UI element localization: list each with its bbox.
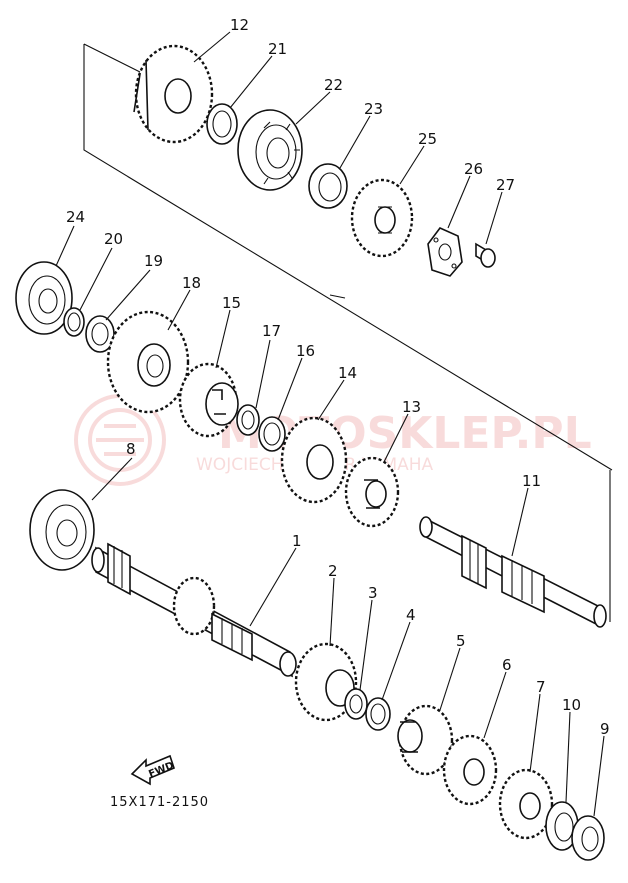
- fwd-arrow-icon: FWD: [130, 754, 176, 786]
- callout-21: 21: [268, 40, 287, 58]
- part-24-bearing: [15, 261, 73, 335]
- callout-14: 14: [338, 364, 357, 382]
- part-5-gear: [397, 704, 454, 776]
- part-18-gear: [106, 310, 190, 414]
- part-7-gear: [498, 768, 554, 840]
- callout-3: 3: [368, 584, 378, 602]
- callout-13: 13: [402, 398, 421, 416]
- callout-24: 24: [66, 208, 85, 226]
- callout-8: 8: [126, 440, 136, 458]
- part-6-gear: [442, 734, 498, 806]
- part-14-gear: [280, 416, 348, 504]
- part-26-lock-washer: [427, 227, 463, 277]
- part-19-washer: [85, 315, 115, 353]
- callout-5: 5: [456, 632, 466, 650]
- callout-23: 23: [364, 100, 383, 118]
- leader-lines: [55, 31, 605, 817]
- part-2-gear: [294, 642, 358, 722]
- part-23-oil-seal: [308, 163, 348, 209]
- part-20-circlip: [63, 307, 85, 337]
- callout-18: 18: [182, 274, 201, 292]
- part-3-washer: [344, 688, 368, 720]
- callout-10: 10: [562, 696, 581, 714]
- callout-27: 27: [496, 176, 515, 194]
- part-27-bolt: [475, 242, 496, 268]
- part-22-bearing: [237, 109, 303, 191]
- part-16-circlip: [258, 416, 286, 452]
- part-21-washer: [206, 103, 238, 145]
- part-15-gear: [178, 362, 239, 438]
- callout-4: 4: [406, 606, 416, 624]
- callout-25: 25: [418, 130, 437, 148]
- callout-2: 2: [328, 562, 338, 580]
- callout-26: 26: [464, 160, 483, 178]
- callout-12: 12: [230, 16, 249, 34]
- group-outline: [83, 43, 613, 622]
- shaft-axis-line: [329, 294, 346, 299]
- part-4-circlip: [365, 697, 391, 731]
- callout-1: 1: [292, 532, 302, 550]
- part-9-bushing: [571, 815, 605, 861]
- callout-6: 6: [502, 656, 512, 674]
- part-17-washer: [236, 404, 260, 436]
- diagram-code: 15X171-2150: [110, 795, 209, 810]
- part-1-main-axle: [91, 542, 297, 678]
- callouts: 12 21 22 23 25 26 27 24 20 19 18 15 17 1…: [66, 16, 610, 738]
- part-25-sprocket: [350, 178, 414, 258]
- part-8-bearing: [29, 489, 95, 571]
- callout-9: 9: [600, 720, 610, 738]
- part-12-gear: [133, 44, 214, 144]
- callout-17: 17: [262, 322, 281, 340]
- callout-15: 15: [222, 294, 241, 312]
- callout-11: 11: [522, 472, 541, 490]
- part-13-gear: [344, 456, 400, 528]
- callout-19: 19: [144, 252, 163, 270]
- callout-22: 22: [324, 76, 343, 94]
- callout-16: 16: [296, 342, 315, 360]
- callout-20: 20: [104, 230, 123, 248]
- part-11-drive-axle: [419, 516, 607, 628]
- callout-7: 7: [536, 678, 546, 696]
